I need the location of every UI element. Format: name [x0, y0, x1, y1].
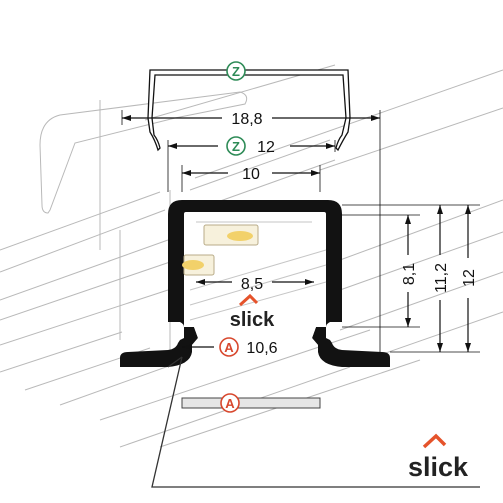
svg-text:A: A	[224, 340, 234, 355]
svg-text:slick: slick	[408, 452, 469, 482]
profile-cross-section	[120, 200, 390, 367]
dim-cover-width: 12	[257, 139, 275, 156]
diffuser-part: A	[151, 356, 480, 488]
dim-bottom-width: 10,6	[246, 340, 277, 357]
chevron-roof-icon	[422, 433, 447, 449]
dim-height-total: 12	[461, 269, 478, 287]
dim-height-mid: 11,2	[433, 263, 450, 293]
dim-inner-top-width: 10	[242, 166, 260, 183]
dimension-arrowheads	[122, 115, 471, 352]
corner-brand-logo: slick	[408, 433, 469, 482]
dim-height-inner: 8,1	[401, 263, 418, 285]
cavity-line-art	[189, 221, 327, 321]
circle-letter-icon	[220, 393, 240, 413]
diffuser-leader-line	[151, 356, 480, 488]
led-strip	[182, 224, 259, 276]
dim-inner-width: 8,5	[241, 276, 263, 293]
center-brand-logo: slick	[230, 293, 275, 331]
circle-letter-icon	[226, 61, 246, 81]
circle-letter-icon	[226, 136, 246, 156]
cover-tail-shape	[39, 91, 248, 214]
led-light	[227, 231, 253, 241]
led-light	[182, 260, 204, 270]
dim-top-width: 18,8	[231, 111, 262, 128]
cover-z-dim-badge: Z	[226, 136, 246, 156]
circle-letter-icon	[219, 337, 239, 357]
chevron-roof-icon	[238, 293, 259, 307]
top-cover-outline	[147, 69, 351, 152]
svg-text:slick: slick	[230, 309, 275, 331]
diffuser-a-badge: A	[219, 337, 239, 357]
svg-text:Z: Z	[232, 139, 240, 154]
svg-text:Z: Z	[232, 64, 240, 79]
svg-text:A: A	[225, 396, 235, 411]
cover-z-badge: Z	[226, 61, 246, 81]
diffuser-strip	[181, 397, 321, 409]
